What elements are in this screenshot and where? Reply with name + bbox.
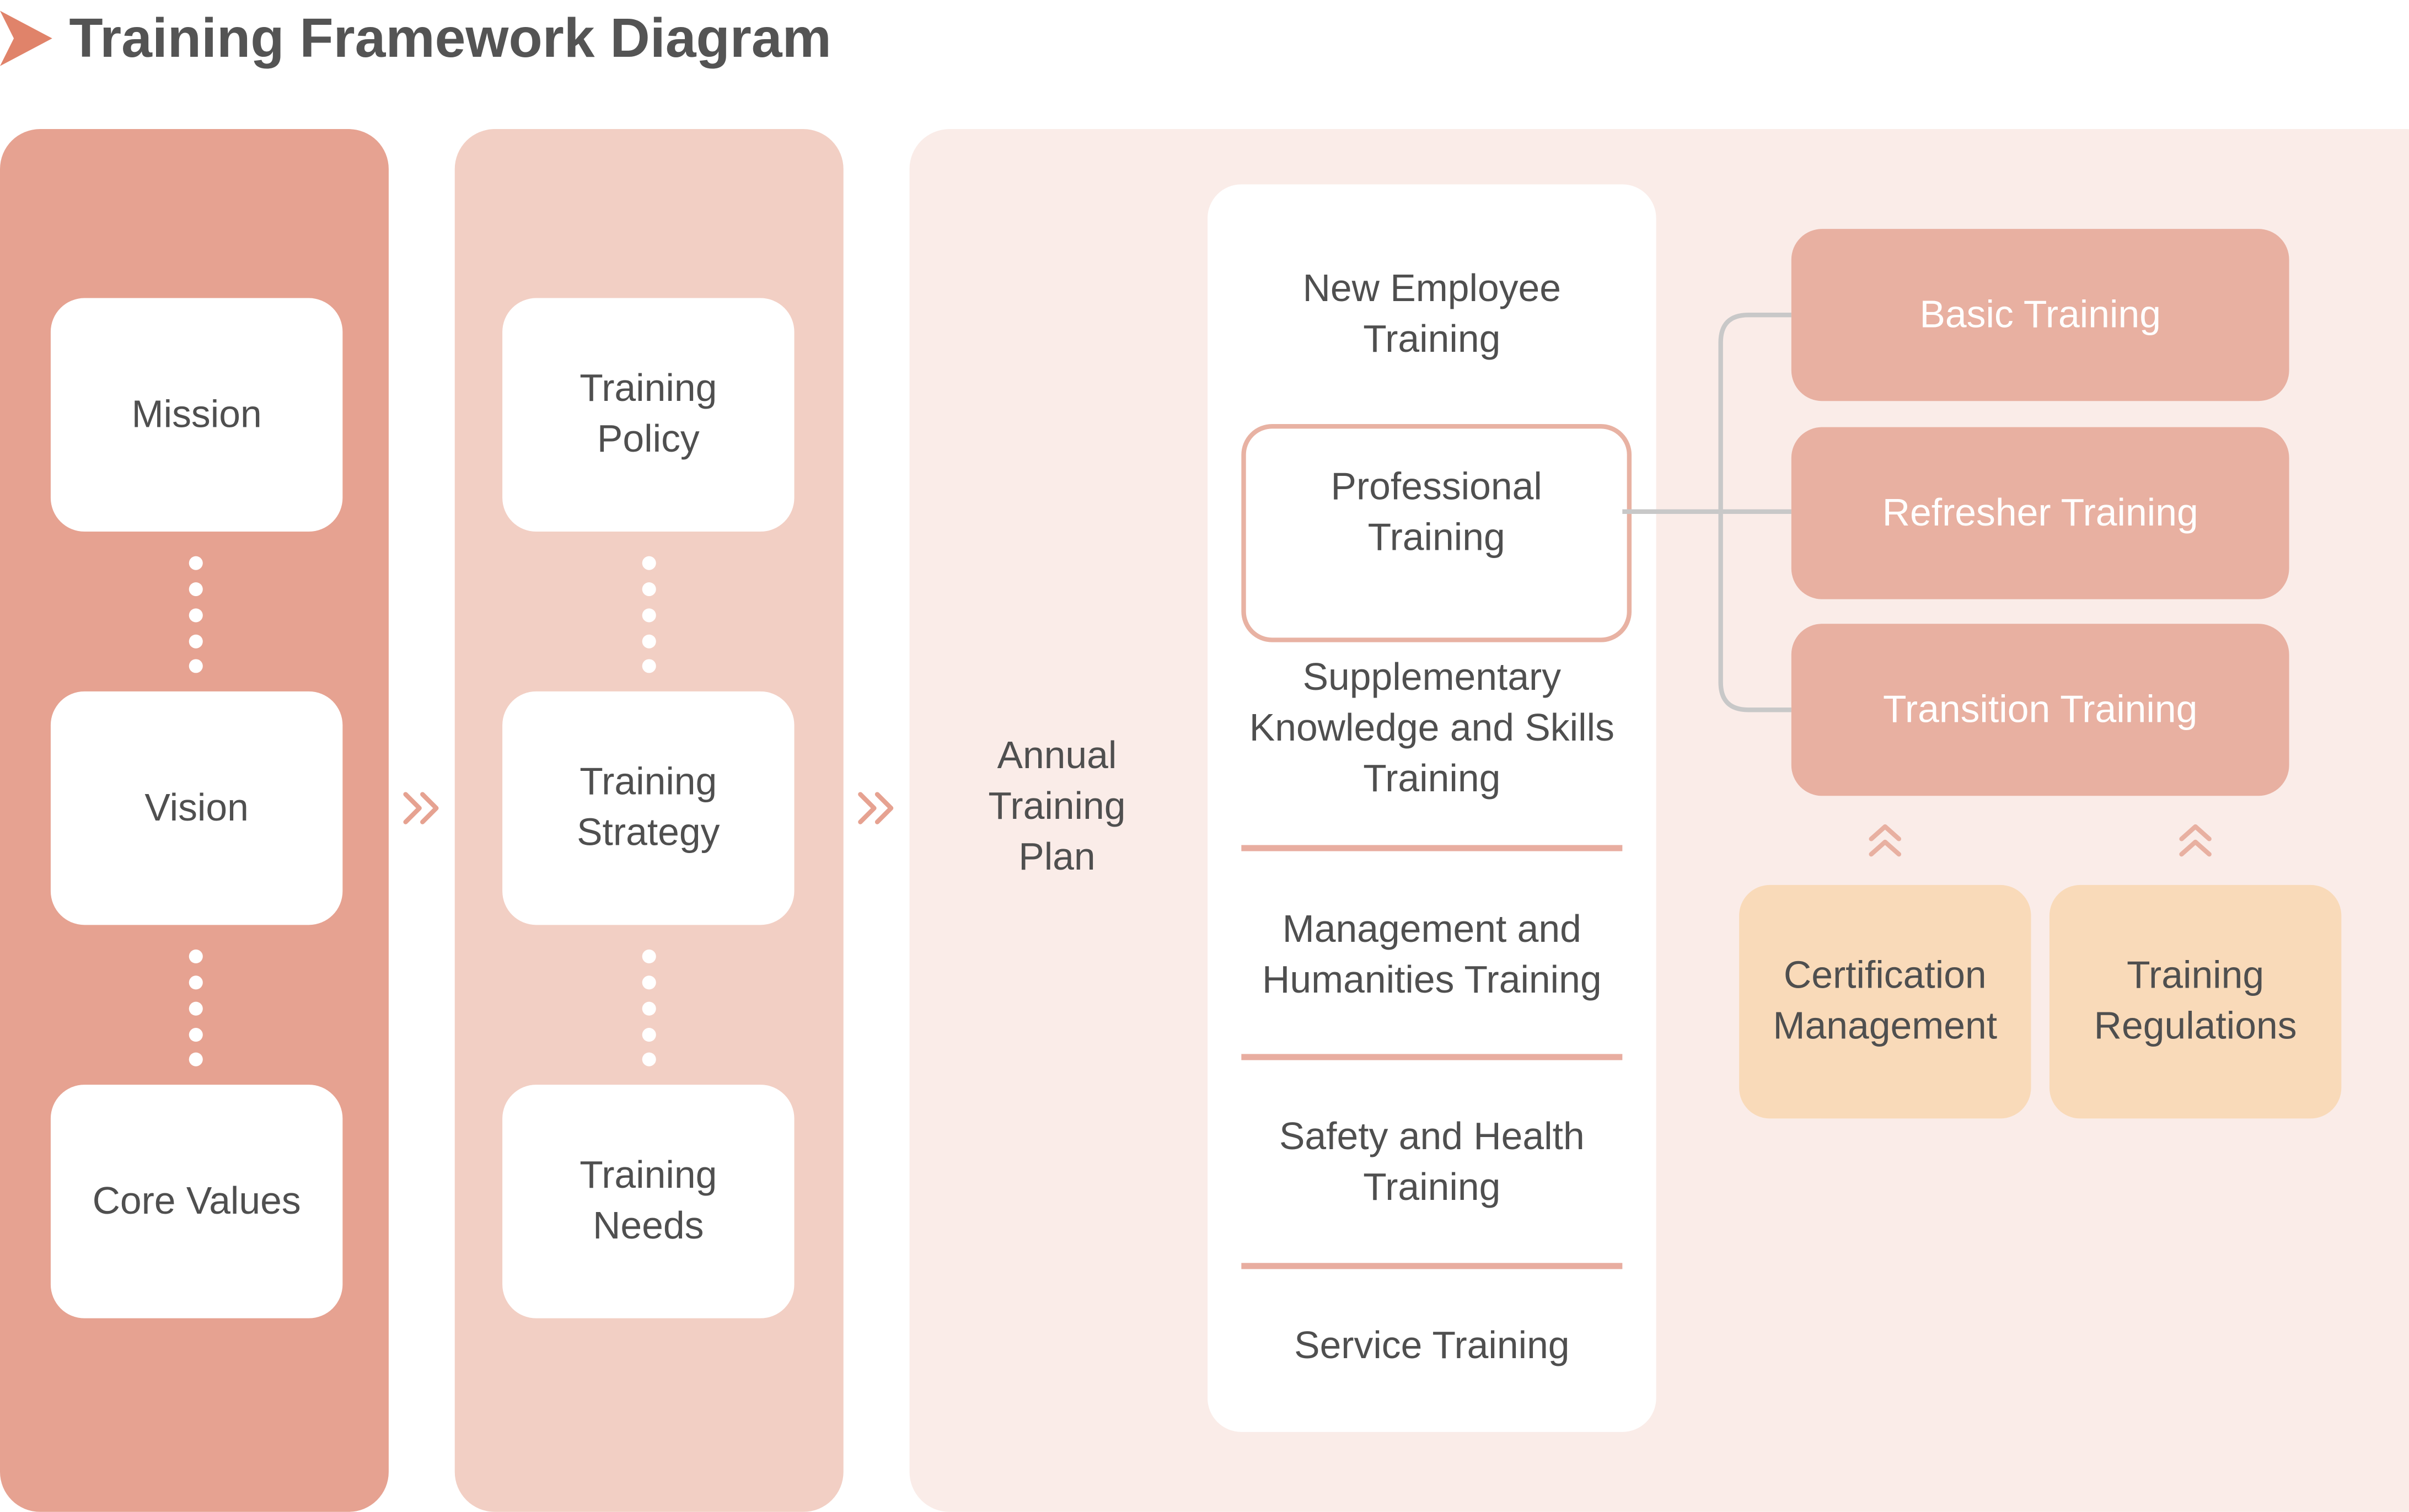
double-chevron-up-icon [2179, 824, 2212, 857]
training-plan-list [1208, 184, 1656, 1432]
list-divider [1241, 1263, 1623, 1269]
mission-box: Mission [50, 298, 343, 532]
plan-item-service: Service Training [1294, 1324, 1570, 1368]
annual-training-plan-label: Annual Training Plan [988, 734, 1126, 879]
transition-training-box: Transition Training [1791, 624, 2289, 796]
dotted-connector [641, 949, 659, 1069]
plan-item-new-employee: New Employee Training [1302, 267, 1562, 361]
core-values-box: Core Values [50, 1085, 343, 1318]
title-arrow-icon [0, 10, 52, 66]
plan-item-professional: Professional Training [1241, 424, 1632, 642]
refresher-training-box: Refresher Training [1791, 427, 2289, 599]
training-strategy-box: Training Strategy [502, 691, 795, 925]
basic-training-box: Basic Training [1791, 229, 2289, 401]
training-regulations-box: Training Regulations [2049, 884, 2342, 1119]
training-policy-box: Training Policy [502, 298, 795, 532]
double-chevron-right-icon [858, 792, 894, 824]
vision-box: Vision [50, 691, 343, 925]
list-divider [1241, 845, 1623, 851]
double-chevron-right-icon [403, 792, 439, 824]
list-divider [1241, 1054, 1623, 1060]
double-chevron-up-icon [1869, 824, 1902, 857]
plan-item-supplementary: Supplementary Knowledge and Skills Train… [1249, 656, 1614, 801]
training-needs-box: Training Needs [502, 1085, 795, 1318]
dotted-connector [187, 949, 206, 1069]
diagram-title: Training Framework Diagram [69, 6, 831, 69]
dotted-connector [641, 556, 659, 676]
dotted-connector [187, 556, 206, 676]
plan-item-safety-health: Safety and Health Training [1279, 1115, 1585, 1209]
certification-management-box: Certification Management [1739, 884, 2031, 1119]
plan-item-management-humanities: Management and Humanities Training [1262, 908, 1602, 1002]
